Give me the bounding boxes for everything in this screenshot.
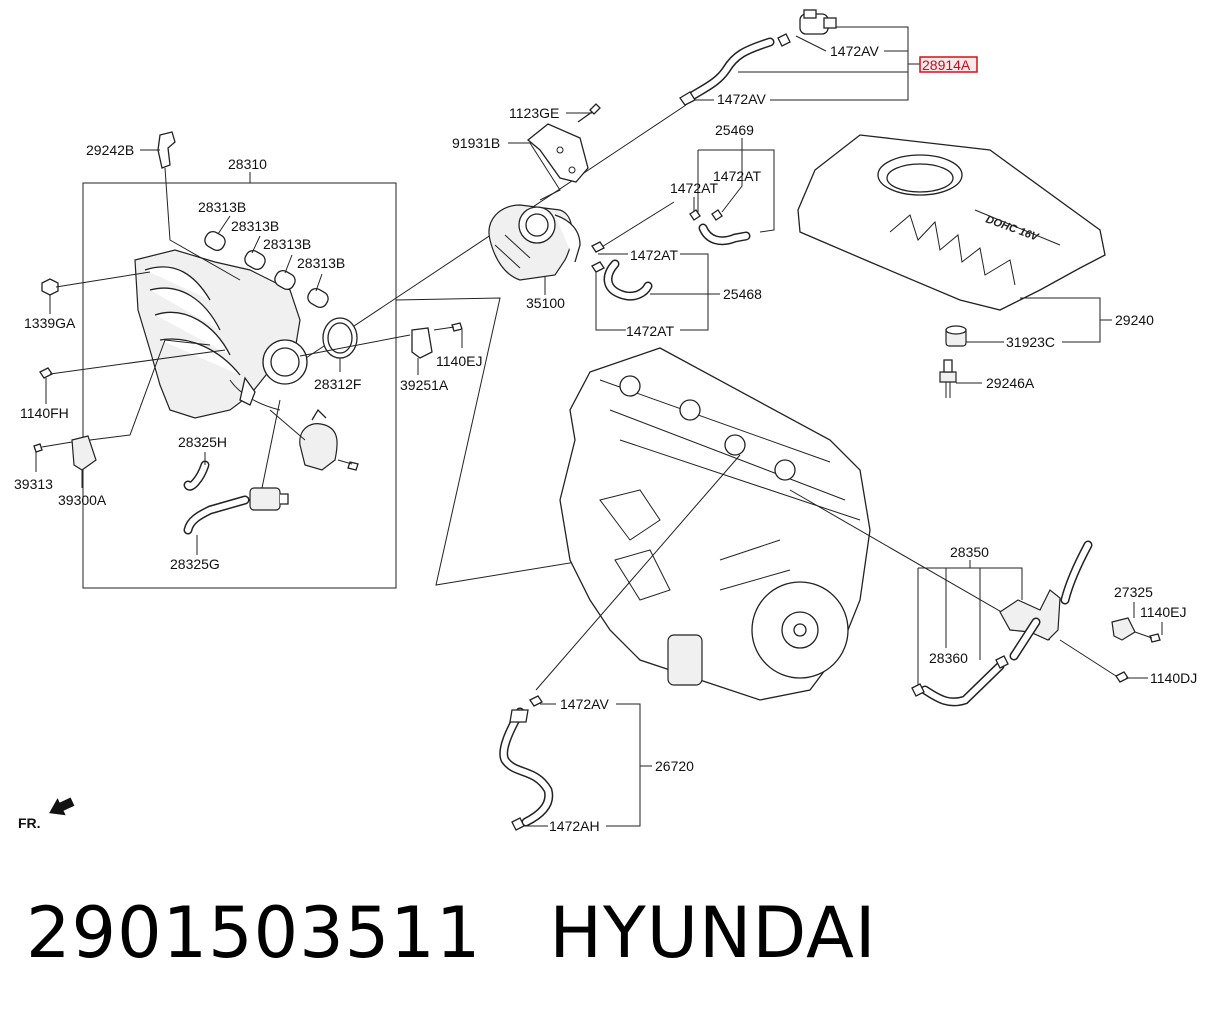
hose-25468-drawing: [591, 241, 653, 301]
highlight-box-28914A: [919, 56, 978, 73]
hose-28325G-drawing: [183, 495, 250, 535]
label-29246A[interactable]: 29246A: [986, 375, 1035, 391]
label-35100[interactable]: 35100: [526, 295, 565, 311]
label-31923C[interactable]: 31923C: [1006, 334, 1055, 350]
part-caption: 2901503511 HYUNDAI: [26, 888, 877, 978]
bolt-1140FH-drawing: [39, 367, 53, 379]
label-1140EJ-b[interactable]: 1140EJ: [1140, 604, 1186, 620]
label-1472AT-c[interactable]: 1472AT: [630, 247, 678, 263]
label-28325G[interactable]: 28325G: [170, 556, 220, 572]
label-1339GA[interactable]: 1339GA: [24, 315, 76, 331]
front-arrow-icon: [49, 797, 75, 816]
label-25469[interactable]: 25469: [715, 122, 754, 138]
intake-manifold-28310-drawing: [134, 249, 308, 419]
bolt-1140DJ-drawing: [1115, 671, 1129, 683]
label-1472AT-d[interactable]: 1472AT: [626, 323, 674, 339]
part-number: 2901503511: [26, 892, 482, 974]
label-27325[interactable]: 27325: [1114, 584, 1153, 600]
breather-hose-28914A-drawing: [679, 37, 775, 106]
label-1472AV-mid[interactable]: 1472AV: [717, 91, 766, 107]
engine-cover-29240-drawing: DOHC 16V: [797, 134, 1106, 311]
label-28325H[interactable]: 28325H: [178, 434, 227, 450]
hose-26720-drawing: [499, 695, 554, 831]
label-1123GE[interactable]: 1123GE: [509, 105, 559, 121]
label-28350[interactable]: 28350: [950, 544, 989, 560]
label-1140FH[interactable]: 1140FH: [20, 405, 69, 421]
bracket-91931B-drawing: [526, 123, 589, 183]
hose-28360-drawing: [911, 655, 1009, 707]
label-28360[interactable]: 28360: [929, 650, 968, 666]
label-28313B-3[interactable]: 28313B: [263, 236, 311, 252]
gaskets-28313B-drawing: [204, 230, 329, 309]
sensor-39300A-drawing: [33, 435, 97, 471]
bracket-29242B-drawing: [157, 131, 176, 169]
label-1472AT-b[interactable]: 1472AT: [713, 168, 761, 184]
sensor-27325-drawing: [1111, 617, 1161, 643]
label-1472AT-a[interactable]: 1472AT: [670, 180, 718, 196]
manifold-group-frame: [82, 182, 397, 589]
front-orientation-mark: FR.: [18, 815, 41, 831]
label-28914A[interactable]: 28914A: [922, 57, 971, 73]
label-39251A[interactable]: 39251A: [400, 377, 449, 393]
label-28312F[interactable]: 28312F: [314, 376, 361, 392]
pcv-valve-drawing: [777, 9, 837, 47]
label-39313[interactable]: 39313: [14, 476, 53, 492]
label-29242B[interactable]: 29242B: [86, 142, 134, 158]
grommet-31923C-drawing: [945, 325, 967, 347]
label-1140EJ-a[interactable]: 1140EJ: [436, 353, 482, 369]
hose-28325H-drawing: [183, 460, 210, 491]
label-1472AH[interactable]: 1472AH: [549, 818, 600, 834]
label-91931B[interactable]: 91931B: [452, 135, 500, 151]
label-29240[interactable]: 29240: [1115, 312, 1154, 328]
label-28310[interactable]: 28310: [228, 156, 267, 172]
stud-29246A-drawing: [939, 359, 957, 398]
bracket-39251A-drawing: [411, 322, 463, 359]
parts-diagram: DOHC 16V: [14, 9, 1197, 834]
label-28313B-1[interactable]: 28313B: [198, 199, 246, 215]
water-pipe-28350-drawing: [999, 540, 1093, 661]
label-28313B-2[interactable]: 28313B: [231, 218, 279, 234]
nut-1339GA-drawing: [41, 278, 59, 296]
engine-block-drawing: [559, 347, 871, 701]
label-25468[interactable]: 25468: [723, 286, 762, 302]
label-39300A[interactable]: 39300A: [58, 492, 107, 508]
label-26720[interactable]: 26720: [655, 758, 694, 774]
actuator-drawing: [299, 408, 359, 471]
brand-name: HYUNDAI: [549, 892, 877, 974]
label-28313B-4[interactable]: 28313B: [297, 255, 345, 271]
gasket-28312F-drawing: [322, 317, 358, 359]
label-1472AV-bot[interactable]: 1472AV: [560, 696, 609, 712]
hose-25469-drawing: [689, 209, 751, 246]
label-1140DJ[interactable]: 1140DJ: [1150, 670, 1197, 686]
bolt-1123GE-drawing: [577, 103, 601, 123]
label-1472AV-top[interactable]: 1472AV: [830, 43, 879, 59]
solenoid-valve-drawing: [249, 487, 289, 511]
throttle-body-35100-drawing: [488, 204, 581, 281]
